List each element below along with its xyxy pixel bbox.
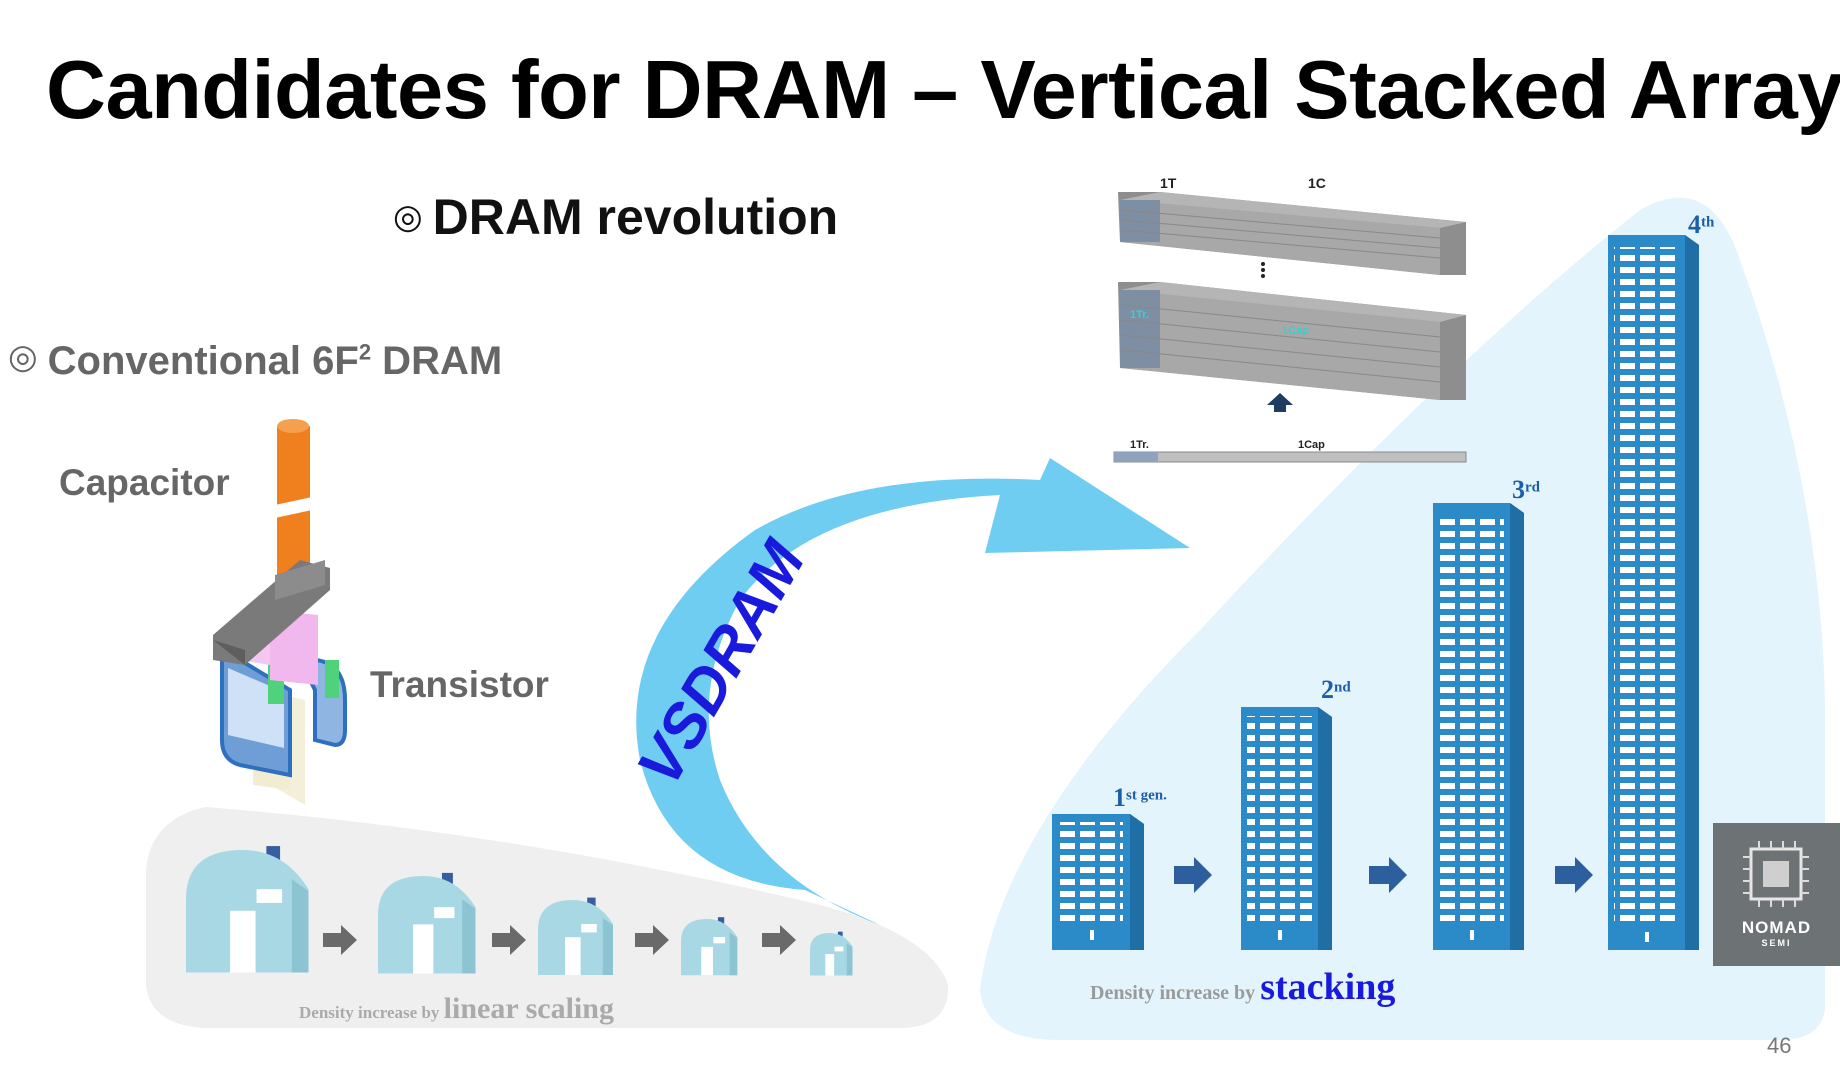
gen-number: 1 <box>1113 783 1126 812</box>
building-4th-gen <box>1608 235 1699 950</box>
caption-prefix: Density increase by <box>299 1003 444 1022</box>
label-1tr-mid: 1Tr. <box>1130 309 1149 321</box>
up-arrow-icon <box>1267 393 1293 412</box>
subtitle-text: DRAM revolution <box>432 189 839 245</box>
label-1cap-bottom: 1Cap <box>1298 439 1325 451</box>
gen-label-2: 2nd <box>1321 675 1351 705</box>
capacitor-label: Capacitor <box>59 462 230 503</box>
caption-prefix: Density increase by <box>1090 982 1261 1004</box>
vertical-ellipsis-icon <box>1261 262 1265 278</box>
transistor-structure <box>213 560 347 805</box>
logo-name: NOMAD <box>1741 918 1812 937</box>
gen-label-4: 4th <box>1688 210 1714 240</box>
stacking-caption: Density increase by stacking <box>1090 965 1395 1009</box>
page-title: Candidates for DRAM – Vertical Stacked A… <box>46 43 1840 136</box>
stack-bottom: 1Tr. 1Cap <box>1113 439 1467 463</box>
gen-number: 4 <box>1688 210 1701 239</box>
subtitle-dram-revolution: ◎DRAM revolution <box>393 188 838 246</box>
building-3rd-gen <box>1433 503 1524 950</box>
gen-suffix: nd <box>1334 679 1351 696</box>
linear-scaling-caption: Density increase by linear scaling <box>299 992 614 1026</box>
conventional-text: Conventional 6F <box>47 339 359 383</box>
label-1cap-mid: 1Cap <box>1282 325 1309 337</box>
label-1c: 1C <box>1308 175 1326 191</box>
conventional-suffix: DRAM <box>371 339 503 383</box>
gen-suffix: st gen. <box>1126 787 1167 804</box>
chip-icon <box>1743 841 1809 907</box>
conventional-superscript: 2 <box>358 339 372 365</box>
bullet-mark: ◎ <box>8 338 38 376</box>
nomad-semi-logo: NOMAD SEMI <box>1713 823 1840 966</box>
gen-suffix: rd <box>1525 479 1540 496</box>
logo-sub: SEMI <box>1761 938 1792 948</box>
gen-number: 3 <box>1512 475 1525 504</box>
building-2nd-gen <box>1241 707 1332 950</box>
caption-emphasis: linear scaling <box>443 992 614 1025</box>
caption-emphasis: stacking <box>1260 966 1396 1008</box>
conventional-dram-heading: ◎Conventional 6F2 DRAM <box>8 337 502 384</box>
gen-label-1: 1st gen. <box>1113 783 1167 813</box>
building-1st-gen <box>1052 814 1144 950</box>
bullet-mark: ◎ <box>393 198 423 236</box>
stack-top: 1T 1C <box>1118 175 1466 275</box>
page-number: 46 <box>1767 1033 1792 1058</box>
stack-middle: 1Tr. 1Cap <box>1118 282 1466 400</box>
gen-number: 2 <box>1321 675 1334 704</box>
transistor-label: Transistor <box>370 664 549 705</box>
gen-suffix: th <box>1701 214 1715 231</box>
label-1tr-bottom: 1Tr. <box>1130 439 1149 451</box>
label-1t: 1T <box>1160 175 1177 191</box>
gen-label-3: 3rd <box>1512 475 1540 505</box>
